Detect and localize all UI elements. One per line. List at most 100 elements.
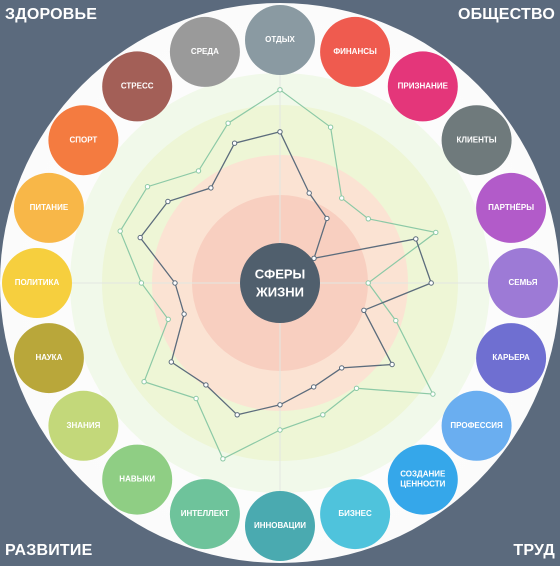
sphere-node-label: НАУКА [35,353,62,362]
outer-level-point [144,184,151,190]
outer-level-point [193,395,199,402]
outer-level-point [433,229,439,236]
outer-level-point [339,195,345,201]
sphere-node-circle [169,16,240,87]
sphere-node: ПРИЗНАНИЕ [387,51,458,122]
inner-level-point [277,402,283,408]
outer-level-point [365,280,371,286]
sphere-node-label: ПИТАНИЕ [30,203,69,212]
sphere-node-label: СЕМЬЯ [509,278,538,287]
sphere-node-label: ПРОФЕССИЯ [450,421,503,430]
sphere-node-label: БИЗНЕС [338,509,372,518]
outer-level-point [225,120,231,126]
outer-level-point [393,317,399,324]
center-label-line1: СФЕРЫ [255,266,306,281]
outer-level-point [138,280,145,286]
outer-level-point [195,168,202,174]
sphere-node-label: ОТДЫХ [265,35,295,44]
sphere-node-circle [13,172,84,243]
inner-level-point [203,382,209,388]
outer-level-point [430,391,436,397]
inner-level-points [137,129,434,418]
inner-level-point [277,129,283,135]
sphere-node-label: КАРЬЕРА [492,353,530,362]
sphere-node: ПОЛИТИКА [2,248,72,318]
sphere-node: ИННОВАЦИИ [245,491,315,561]
outer-level-point [117,228,123,234]
inner-level-point [339,365,345,371]
sphere-node: НАВЫКИ [102,444,173,515]
sphere-node-label: ЦЕННОСТИ [400,480,445,489]
sphere-node-label: ФИНАНСЫ [333,47,377,56]
sphere-node-label: СПОРТ [69,135,97,144]
inner-level-point [389,361,395,368]
sphere-node-label: НАВЫКИ [119,475,155,484]
center-circle [240,243,320,323]
sphere-node-circle [169,479,240,550]
inner-level-point [324,215,330,222]
outer-level-point [141,379,147,385]
outer-level-point [277,87,283,93]
inner-level-point [181,311,187,317]
sphere-node-label: КЛИЕНТЫ [457,135,497,144]
corner-label-health: ЗДОРОВЬЕ [5,6,98,23]
sphere-node-circle [245,5,315,75]
corner-label-development: РАЗВИТИЕ [5,542,93,559]
sphere-node: КЛИЕНТЫ [441,105,512,176]
inner-level-point [413,236,419,242]
sphere-node: ЗНАНИЯ [48,390,119,461]
outer-level-point [277,427,283,433]
sphere-node: ФИНАНСЫ [320,16,391,87]
sphere-node-label: СТРЕСС [121,82,154,91]
outer-level-point [220,456,226,462]
sphere-node-circle [488,248,558,318]
sphere-node: НАУКА [13,323,84,394]
sphere-node: СРЕДА [169,16,240,87]
outer-level-point [320,412,326,418]
outer-level-point [365,216,371,222]
sphere-node: ПАРТНЁРЫ [476,172,547,243]
inner-level-point [306,190,312,196]
sphere-node-label: СОЗДАНИЕ [400,470,446,479]
outer-level-point [165,316,171,322]
outer-level-point [327,124,334,130]
sphere-node-circle [48,105,119,176]
inner-level-point [137,234,143,241]
outer-level-point [353,385,360,391]
sphere-node-label: ЗНАНИЯ [66,421,100,430]
inner-level-point [361,307,367,313]
sphere-node-circle [320,479,391,550]
sphere-node-label: ИННОВАЦИИ [254,521,306,530]
inner-level-point [311,384,317,390]
sphere-node: СПОРТ [48,105,119,176]
sphere-node-circle [320,16,391,87]
sphere-node-circle [387,51,458,122]
sphere-node: СЕМЬЯ [488,248,558,318]
corner-label-society: ОБЩЕСТВО [457,6,555,23]
sphere-node: ПРОФЕССИЯ [441,390,512,461]
center-label-line2: ЖИЗНИ [255,284,304,299]
inner-level-point [172,280,178,286]
sphere-nodes: ФИНАНСЫ ПРИЗНАНИЕ КЛИЕНТЫ ПАРТНЁРЫ СЕМЬЯ КАРЬ… [2,5,558,561]
sphere-node-circle [48,390,119,461]
sphere-node-label: ПАРТНЁРЫ [488,203,534,212]
sphere-node-circle [476,172,547,243]
sphere-node-circle [102,51,173,122]
sphere-node: ИНТЕЛЛЕКТ [169,479,240,550]
corner-label-work: ТРУД [513,542,555,559]
inner-level-point [428,280,434,286]
sphere-node-circle [13,323,84,394]
sphere-node: БИЗНЕС [320,479,391,550]
inner-level-point [231,140,238,146]
sphere-node-circle [476,323,547,394]
sphere-node-circle [441,105,512,176]
sphere-node: СТРЕСС [102,51,173,122]
sphere-node-label: СРЕДА [191,47,219,56]
sphere-node-label: ПОЛИТИКА [15,278,60,287]
inner-level-point [208,185,214,191]
sphere-node-circle [102,444,173,515]
inner-level-point [168,359,175,365]
